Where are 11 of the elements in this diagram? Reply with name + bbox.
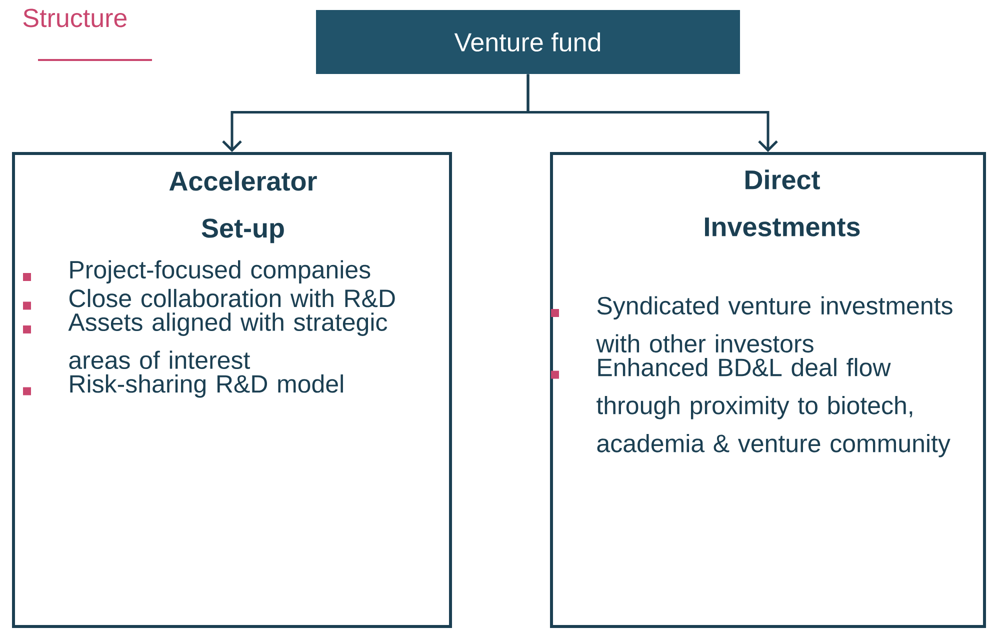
bullet-item: Enhanced BD&L deal flow through proximity to biotech, academia & venture community: [551, 358, 950, 458]
bullet-item: Project-focused companies: [23, 260, 370, 284]
title-text: Structure: [23, 8, 127, 28]
box-heading: Accelerator Set-up: [169, 170, 317, 244]
fund-box: Venture fund: [316, 10, 740, 74]
box-heading: Direct Investments: [705, 170, 860, 236]
arrow: [526, 74, 778, 152]
bullet-item: Assets aligned with strategic areas of interest: [23, 312, 388, 370]
bullet-item: Close collaboration with R&D: [23, 288, 395, 310]
bullet-item: Syndicated venture investments with other investors: [551, 296, 952, 353]
bullet-item: Risk-sharing R&D model: [23, 374, 343, 398]
